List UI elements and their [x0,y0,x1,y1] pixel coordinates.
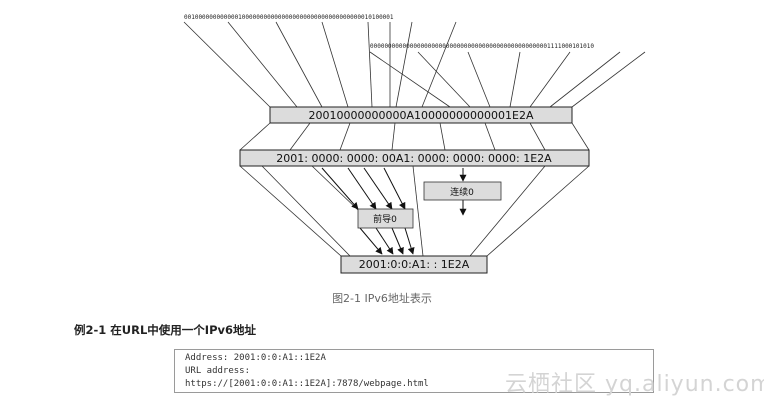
consecutive-zero-label: 连续0 [450,186,474,198]
leading-zero-label: 前导0 [373,213,397,225]
compressed-hex-text: 2001:0:0:A1: : 1E2A [359,258,470,271]
leading-zero-arrows [321,167,415,255]
leading-zero-box [357,208,414,229]
full-hex-text: 20010000000000A10000000000001E2A [309,109,534,122]
colon-hex-text: 2001: 0000: 0000: 00A1: 0000: 0000: 0000… [276,152,552,165]
code-block: Address: 2001:0:0:A1::1E2A URL address: … [174,349,654,393]
code-line: https://[2001:0:0:A1::1E2A]:7878/webpage… [185,379,429,389]
ipv6-representation-diagram: 0010000000000001000000000000000000000000… [183,14,646,274]
code-line: URL address: [185,366,251,376]
example-title: 例2-1 在URL中使用一个IPv6地址 [74,323,257,337]
compressed-hex-box [340,255,488,274]
binary-string-right: 0000000000000000000000000000000000000000… [370,43,594,50]
watermark: 云栖社区 yq.aliyun.com [505,372,764,397]
colon-hex-box [239,149,590,167]
consecutive-zero-box [423,181,502,201]
binary-string-top: 0010000000000001000000000000000000000000… [184,14,394,21]
middle-funnel-lines [239,122,590,151]
top-funnel-lines [183,21,646,108]
figure-caption: 图2-1 IPv6地址表示 [332,292,432,305]
code-line: Address: 2001:0:0:A1::1E2A [185,353,326,363]
full-hex-box [269,106,573,124]
bottom-funnel-lines [239,165,590,257]
